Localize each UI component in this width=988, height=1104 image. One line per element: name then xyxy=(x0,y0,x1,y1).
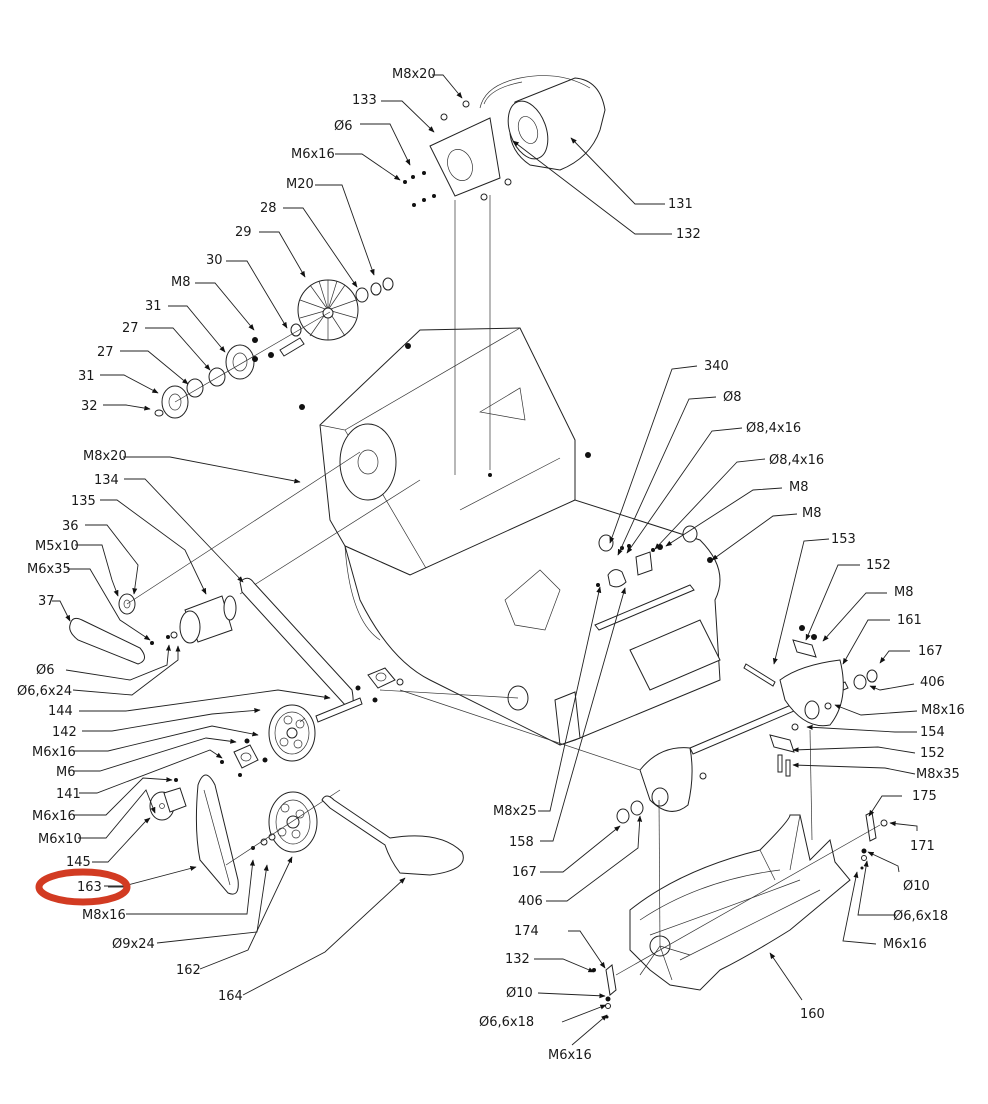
auger-160 xyxy=(629,814,851,991)
highlight-ellipse xyxy=(35,868,131,906)
part-label: M20 xyxy=(286,177,314,192)
part-label: 174 xyxy=(514,924,539,939)
part-label: M6 xyxy=(56,765,76,780)
auger-assembly xyxy=(592,625,888,1019)
fan-29 xyxy=(297,279,359,341)
drive-assembly xyxy=(69,451,464,895)
part-label: M8x16 xyxy=(82,908,126,923)
part-label: 132 xyxy=(676,227,701,242)
construction-lines xyxy=(299,195,641,771)
part-label: M8 xyxy=(171,275,191,290)
part-label: Ø10 xyxy=(506,986,533,1001)
part-label: 152 xyxy=(920,746,945,761)
part-label: M8x20 xyxy=(392,67,436,82)
part-label: M8 xyxy=(789,480,809,495)
part-label: 161 xyxy=(897,613,922,628)
part-label: 134 xyxy=(94,473,119,488)
fan-assembly xyxy=(154,277,394,419)
part-label: M6x35 xyxy=(27,562,71,577)
housing-frame xyxy=(299,327,721,746)
part-label: 29 xyxy=(235,225,252,240)
part-label: 27 xyxy=(97,345,114,360)
part-label: 133 xyxy=(352,93,377,108)
part-label: 30 xyxy=(206,253,223,268)
part-label: 144 xyxy=(48,704,73,719)
part-label: Ø8 xyxy=(723,390,742,405)
part-label: 142 xyxy=(52,725,77,740)
part-label: 37 xyxy=(38,594,55,609)
part-label: Ø6,6x24 xyxy=(17,684,72,699)
part-label: Ø6 xyxy=(334,119,353,134)
part-label-highlighted: 163 xyxy=(77,880,102,895)
part-label: 162 xyxy=(176,963,201,978)
part-label: M6x10 xyxy=(38,832,82,847)
motor-assembly xyxy=(403,75,606,207)
part-label: Ø6,6x18 xyxy=(893,909,948,924)
part-label: 167 xyxy=(918,644,943,659)
part-label: 164 xyxy=(218,989,243,1004)
part-label: 167 xyxy=(512,865,537,880)
part-label: 141 xyxy=(56,787,81,802)
part-label: 131 xyxy=(668,197,693,212)
part-label: M8x25 xyxy=(493,804,537,819)
part-label: Ø8,4x16 xyxy=(746,421,801,436)
part-label: 154 xyxy=(920,725,945,740)
part-label: Ø9x24 xyxy=(112,937,155,952)
part-label: 132 xyxy=(505,952,530,967)
part-label: 340 xyxy=(704,359,729,374)
part-label: M8x16 xyxy=(921,703,965,718)
part-label: 171 xyxy=(910,839,935,854)
part-labels: M8x20 133 Ø6 M6x16 M20 28 29 30 M8 31 27… xyxy=(17,67,965,1063)
part-label: 406 xyxy=(518,894,543,909)
part-label: Ø6 xyxy=(36,663,55,678)
part-label: M8 xyxy=(894,585,914,600)
part-label: 36 xyxy=(62,519,79,534)
part-label: M6x16 xyxy=(291,147,335,162)
part-label: Ø6,6x18 xyxy=(479,1015,534,1030)
part-label: 175 xyxy=(912,789,937,804)
motor-131 xyxy=(479,75,606,171)
leader-lines xyxy=(52,74,918,1046)
part-label: 145 xyxy=(66,855,91,870)
part-label: 31 xyxy=(145,299,162,314)
part-label: 152 xyxy=(866,558,891,573)
part-label: 135 xyxy=(71,494,96,509)
part-label: 406 xyxy=(920,675,945,690)
part-label: 27 xyxy=(122,321,139,336)
part-label: M8x35 xyxy=(916,767,960,782)
part-label: M8x20 xyxy=(83,449,127,464)
motor-plate-133 xyxy=(429,100,512,201)
part-label: 32 xyxy=(81,399,98,414)
part-label: M6x16 xyxy=(883,937,927,952)
part-label: 160 xyxy=(800,1007,825,1022)
part-label: M6x16 xyxy=(32,809,76,824)
part-label: M5x10 xyxy=(35,539,79,554)
part-label: Ø8,4x16 xyxy=(769,453,824,468)
part-label: 158 xyxy=(509,835,534,850)
part-label: 153 xyxy=(831,532,856,547)
part-label: M6x16 xyxy=(548,1048,592,1063)
part-label: 31 xyxy=(78,369,95,384)
part-label: 28 xyxy=(260,201,277,216)
part-label: Ø10 xyxy=(903,879,930,894)
part-label: M8 xyxy=(802,506,822,521)
part-label: M6x16 xyxy=(32,745,76,760)
